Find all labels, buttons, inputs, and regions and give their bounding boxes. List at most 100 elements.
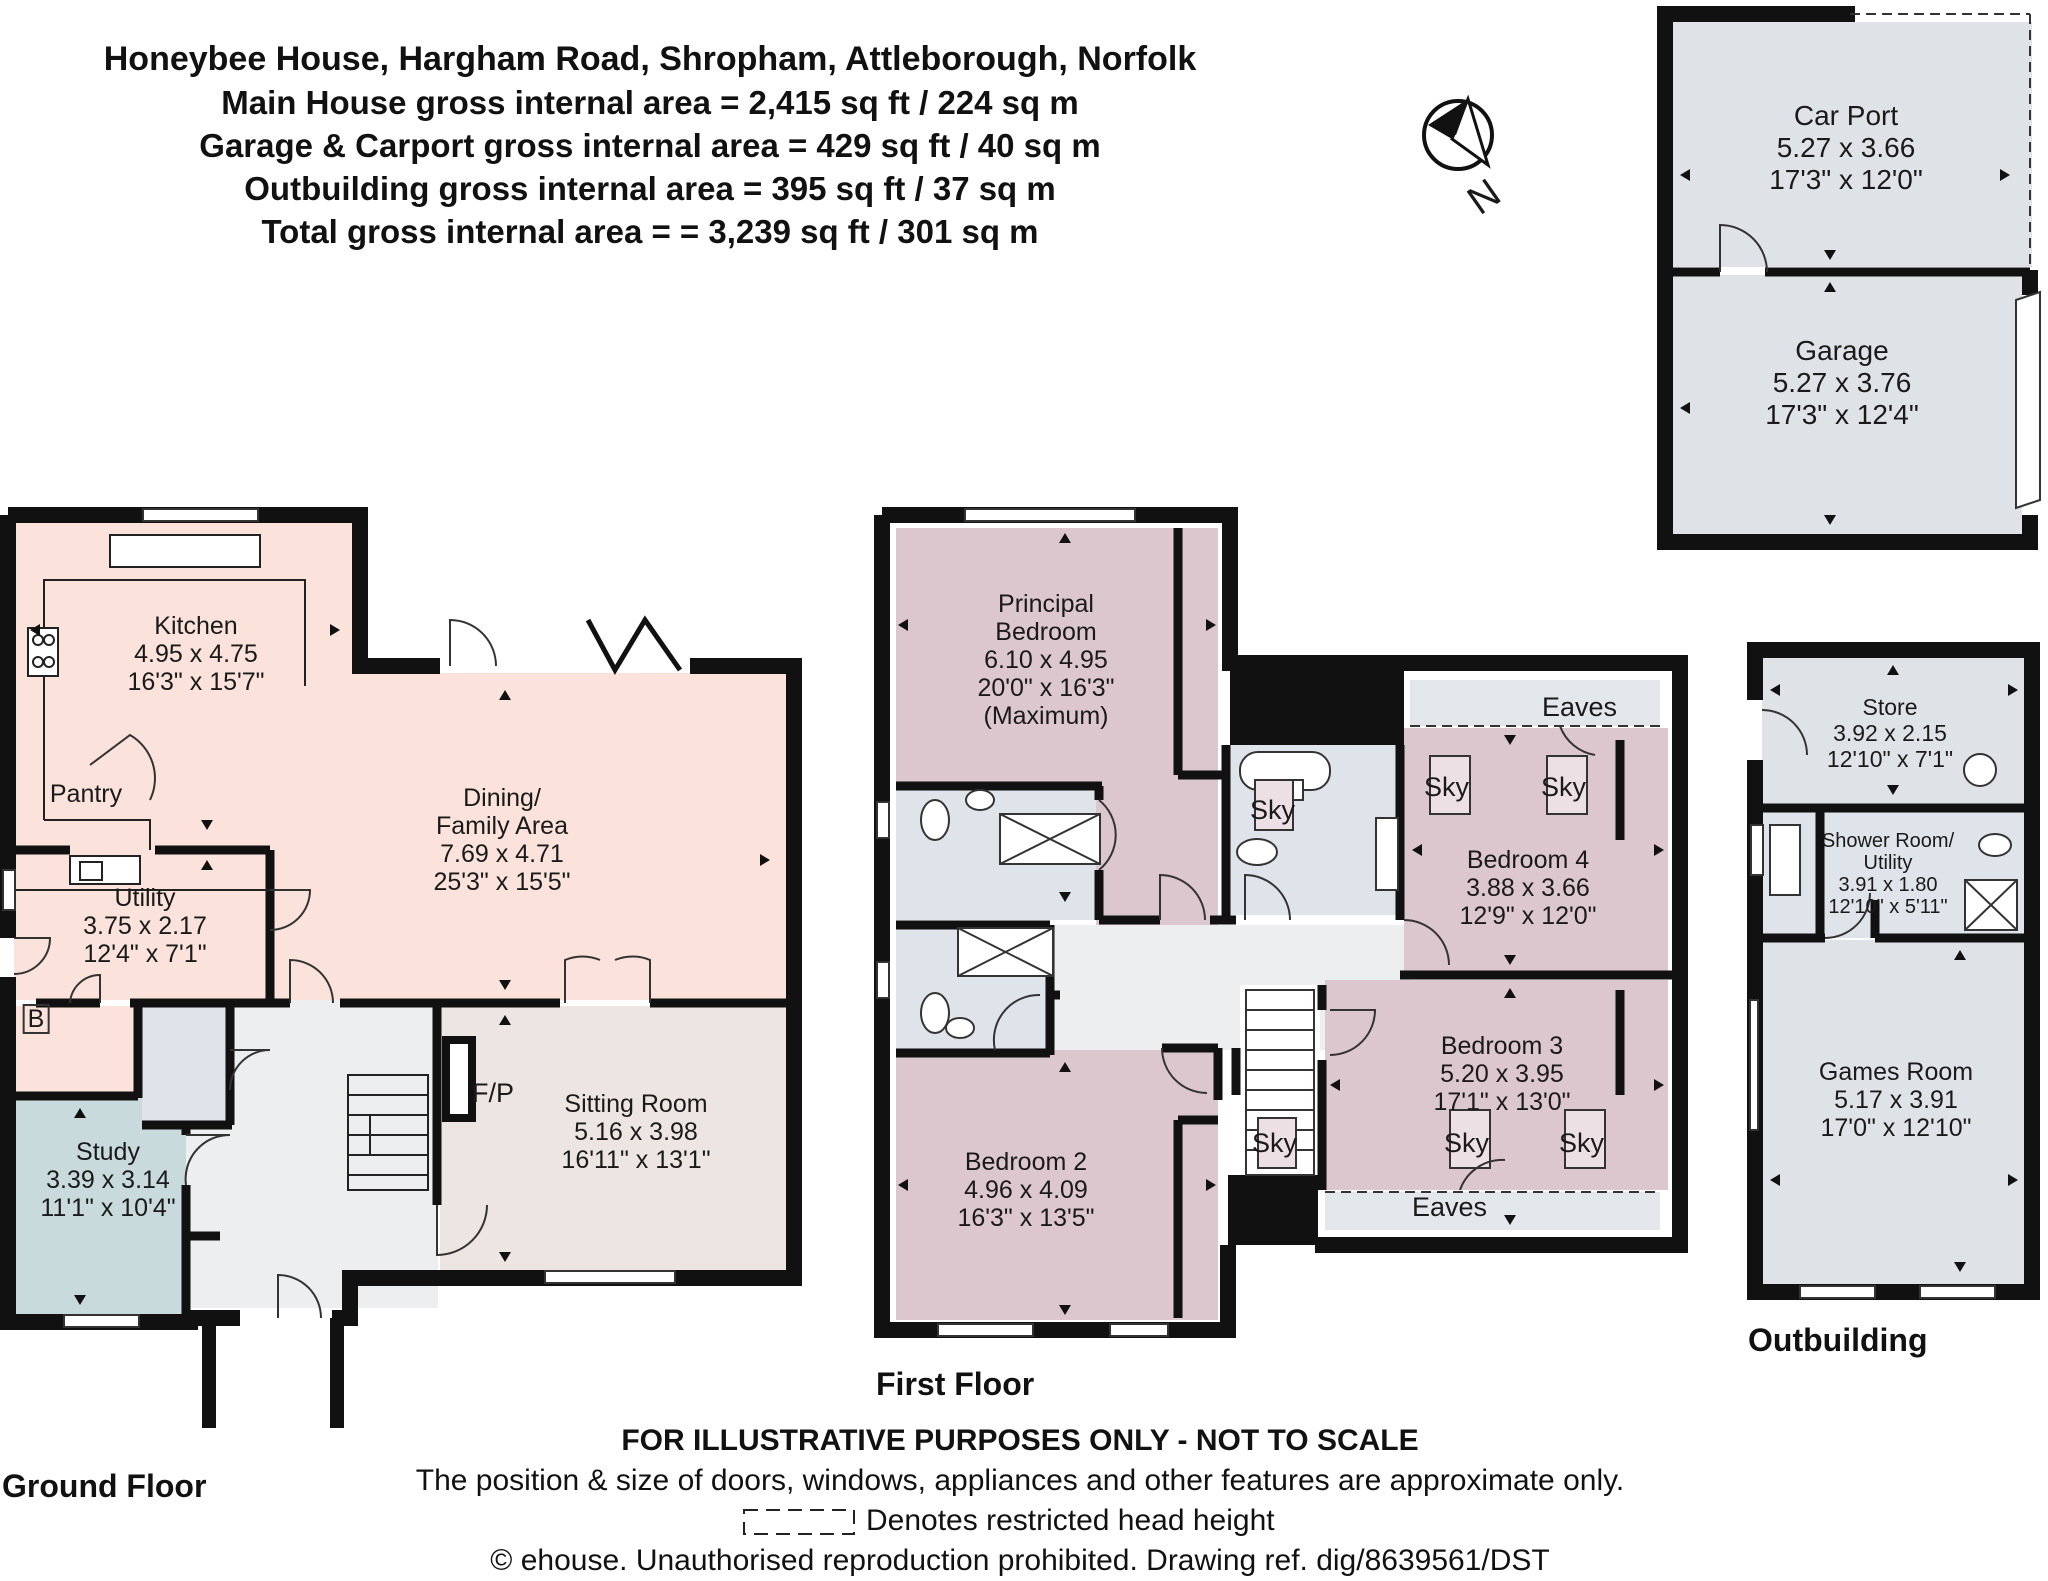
first-floor-label: First Floor [876,1366,1035,1402]
room-utility: Utility 3.75 x 2.17 12'4" x 7'1" [83,884,207,968]
room-metric: 5.27 x 3.66 [1776,132,1916,163]
skylight-label: Sky [1424,772,1470,802]
games-room-area [1762,940,2024,1285]
room-name-line2: Bedroom [995,618,1097,646]
room-name: Games Room [1818,1058,1974,1086]
room-imperial: 17'1" x 13'0" [1433,1088,1571,1116]
room-study: Study 3.39 x 3.14 11'1" x 10'4" [40,1138,175,1222]
room-kitchen: Kitchen 4.95 x 4.75 16'3" x 15'7" [127,612,264,696]
room-name-line1: Shower Room/ [1821,830,1955,852]
room-imperial: 17'0" x 12'10" [1820,1114,1972,1142]
room-metric: 3.91 x 1.80 [1838,874,1938,896]
room-name: Bedroom 3 [1440,1032,1564,1060]
sitting-room-area [440,1006,786,1270]
property-address: Honeybee House, Hargham Road, Shropham, … [103,40,1197,78]
skylight-label: Sky [1559,1128,1605,1158]
eaves-bottom-area [1325,1192,1660,1230]
room-carport: Car Port 5.27 x 3.66 17'3" x 12'0" [1769,100,1923,196]
fireplace-label: F/P [472,1078,515,1108]
outbuilding-area: Outbuilding gross internal area = 395 sq… [244,170,1056,207]
room-imperial: 11'1" x 10'4" [40,1194,176,1222]
room-imperial: 20'0" x 16'3" [977,674,1115,702]
room-name-line1: Principal [998,590,1094,618]
fireplace [442,1036,476,1122]
room-bedroom-2: Bedroom 2 4.96 x 4.09 16'3" x 13'5" [957,1148,1094,1232]
room-metric: 5.16 x 3.98 [574,1118,698,1146]
disclaimer: FOR ILLUSTRATIVE PURPOSES ONLY - NOT TO … [621,1424,1419,1457]
skylight-label: Sky [1252,1128,1298,1158]
garage-side-door [1719,223,1768,273]
room-store: Store 3.92 x 2.15 12'10" x 7'1" [1827,694,1953,772]
room-garage: Garage 5.27 x 3.76 17'3" x 12'4" [1765,335,1919,431]
room-metric: 4.96 x 4.09 [964,1176,1088,1204]
ground-wc [142,1006,230,1122]
room-pantry: Pantry [50,780,122,808]
room-metric: 5.27 x 3.76 [1772,367,1912,398]
room-imperial: 16'11" x 13'1" [561,1146,711,1174]
porch-post-left [202,1318,216,1428]
restricted-height-legend: Denotes restricted head height [866,1504,1275,1537]
room-name: Store [1862,694,1918,720]
room-name: Garage [1795,335,1889,366]
room-boiler: B [22,1004,50,1034]
room-name: Kitchen [154,612,238,640]
room-name: Utility [114,884,176,912]
eaves-bottom-label: Eaves [1412,1192,1488,1222]
main-house-area: Main House gross internal area = 2,415 s… [221,84,1079,121]
room-name-line2: Utility [1863,852,1913,874]
room-name: Car Port [1793,100,1899,131]
room-metric: 3.88 x 3.66 [1466,874,1590,902]
garage-door [2015,290,2041,510]
room-imperial: 12'10" x 7'1" [1826,746,1954,772]
bedroom-2-area [896,1050,1218,1320]
bedroom-3-area [1325,980,1668,1190]
room-name: Study [76,1138,140,1166]
restricted-height-legend-icon [743,1509,855,1535]
room-metric: 3.92 x 2.15 [1833,720,1947,746]
room-imperial: 25'3" x 15'5" [433,868,571,896]
total-area: Total gross internal area = = 3,239 sq f… [261,213,1039,250]
room-sitting: Sitting Room 5.16 x 3.98 16'11" x 13'1" [561,1090,710,1174]
copyright-note: © ehouse. Unauthorised reproduction proh… [490,1544,1550,1577]
skylight-label: Sky [1444,1128,1490,1158]
room-name: Bedroom 2 [964,1148,1088,1176]
room-imperial: 12'9" x 12'0" [1459,902,1597,930]
room-metric: 3.39 x 3.14 [46,1166,170,1194]
north-compass-icon [1422,94,1494,171]
room-name-line1: Dining/ [463,784,541,812]
outbuilding-label: Outbuilding [1748,1322,1928,1358]
room-metric: 3.75 x 2.17 [83,912,207,940]
room-name: Pantry [49,780,123,808]
room-imperial: 12'4" x 7'1" [83,940,207,968]
skylight-label: Sky [1541,772,1587,802]
room-principal-bedroom: Principal Bedroom 6.10 x 4.95 20'0" x 16… [977,590,1114,730]
room-name: Bedroom 4 [1466,846,1590,874]
ground-floor-plan [0,507,802,1428]
ground-floor-label: Ground Floor [2,1468,207,1504]
room-name: B [27,1005,45,1033]
garage-area [1672,275,2022,535]
outbuilding-plan [1747,642,2040,1300]
garage-carport-area: Garage & Carport gross internal area = 4… [199,127,1101,164]
room-metric: 6.10 x 4.95 [984,646,1108,674]
room-dining-family: Dining/ Family Area 7.69 x 4.71 25'3" x … [433,784,570,896]
room-metric: 5.17 x 3.91 [1834,1086,1958,1114]
first-floor-plan [874,507,1688,1338]
room-metric: 5.20 x 3.95 [1440,1060,1564,1088]
eaves-top-label: Eaves [1542,692,1618,722]
room-shower-utility: Shower Room/ Utility 3.91 x 1.80 12'10" … [1822,830,1954,918]
room-metric: 4.95 x 4.75 [134,640,258,668]
room-name: Sitting Room [564,1090,708,1118]
room-bedroom-3: Bedroom 3 5.20 x 3.95 17'1" x 13'0" [1433,1032,1570,1116]
room-games: Games Room 5.17 x 3.91 17'0" x 12'10" [1819,1058,1973,1142]
skylight-label: Sky [1250,795,1296,825]
room-note: (Maximum) [983,702,1109,730]
room-imperial: 17'3" x 12'4" [1765,399,1919,430]
boiler-cupboard [14,1006,138,1096]
room-imperial: 17'3" x 12'0" [1769,164,1923,195]
principal-bedroom-area [896,528,1218,790]
room-imperial: 12'10" x 5'11" [1828,896,1948,918]
kitchen-dining-area [14,522,786,1000]
garage-carport-plan [1657,6,2041,550]
